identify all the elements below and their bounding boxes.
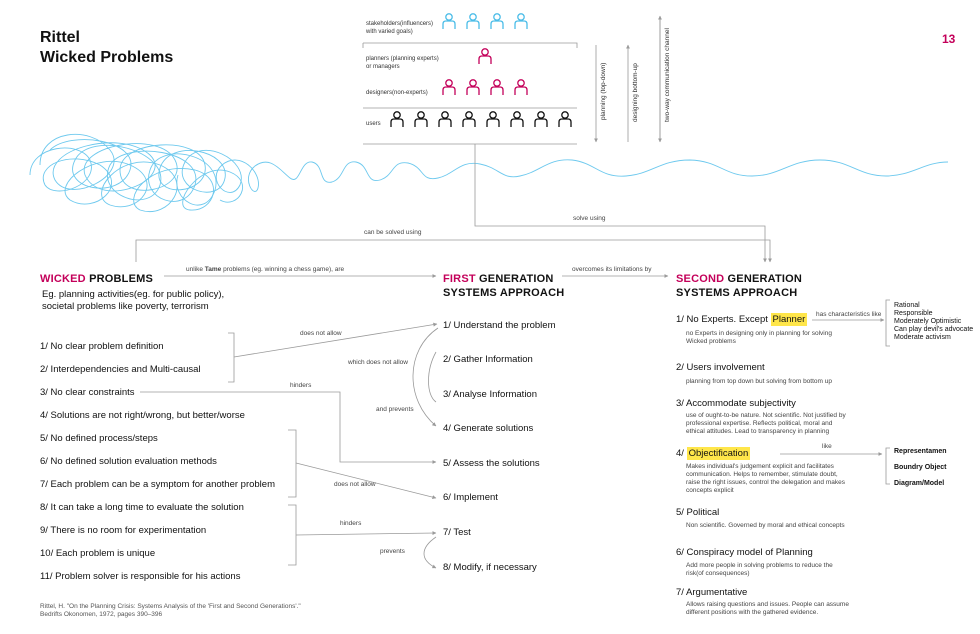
citation: Rittel, H. "On the Planning Crisis: Syst… <box>40 603 301 618</box>
first-gen-item: 4/ Generate solutions <box>443 423 534 434</box>
wicked-scribble <box>39 134 949 193</box>
stakeholders-label: stakeholders(influencers) with varied go… <box>366 21 434 35</box>
designer-person-icon <box>514 79 528 95</box>
user-person-icon <box>510 111 524 127</box>
wicked-item: 2/ Interdependencies and Multi-causal <box>40 364 201 375</box>
page-title: Rittel Wicked Problems <box>40 28 173 68</box>
trait-item: Moderate activism <box>894 334 951 341</box>
designers-label: designers(non-experts) <box>366 90 428 96</box>
wicked-item: 3/ No clear constraints <box>40 387 135 398</box>
first-gen-item: 5/ Assess the solutions <box>443 458 540 469</box>
unlike-tame-label: unlike Tame problems (eg. winning a ches… <box>186 266 345 273</box>
user-person-icon <box>390 111 404 127</box>
objectification-highlight: Objectification <box>686 447 751 460</box>
second-item-5-desc: Non scientific. Governed by moral and et… <box>686 522 845 529</box>
wicked-item: 6/ No defined solution evaluation method… <box>40 456 217 467</box>
second-item-6: 6/ Conspiracy model of Planning <box>676 547 813 558</box>
hinders-label-1: hinders <box>290 382 312 389</box>
user-person-icon <box>534 111 548 127</box>
trait-item: Moderately Optimistic <box>894 318 962 325</box>
wicked-item: 11/ Problem solver is responsible for hi… <box>40 571 241 582</box>
first-gen-item: 6/ Implement <box>443 492 498 503</box>
second-item-3: 3/ Accommodate subjectivity <box>676 398 796 409</box>
wicked-item: 7/ Each problem can be a symptom for ano… <box>40 479 275 490</box>
designer-person-icon <box>490 79 504 95</box>
title-line-2: Wicked Problems <box>40 49 174 66</box>
page-number: 13 <box>942 32 956 46</box>
second-item-5: 5/ Political <box>676 507 720 518</box>
has-characteristics-label: has characteristics like <box>816 311 882 318</box>
wicked-item: 8/ It can take a long time to evaluate t… <box>40 502 244 513</box>
second-item-2-desc: planning from top down but solving from … <box>686 378 832 385</box>
first-generation-heading: FIRST GENERATION SYSTEMS APPROACH <box>443 273 565 299</box>
second-item-1: 1/ No Experts. Except Planner <box>676 313 808 326</box>
wicked-item: 4/ Solutions are not right/wrong, but be… <box>40 410 245 421</box>
first-gen-item: 2/ Gather Information <box>443 354 533 365</box>
which-does-not-allow-label: which does not allow <box>348 359 408 366</box>
like-label: like <box>822 443 832 450</box>
first-gen-item: 3/ Analyse Information <box>443 389 537 400</box>
wicked-item: 1/ No clear problem definition <box>40 341 164 352</box>
first-gen-item: 8/ Modify, if necessary <box>443 562 537 573</box>
designer-person-icon <box>466 79 480 95</box>
example-item: Boundry Object <box>894 464 947 471</box>
does-not-allow-label-1: does not allow <box>300 330 342 337</box>
stakeholder-person-icon <box>442 13 456 29</box>
users-label: users <box>366 121 381 127</box>
wicked-item: 5/ No defined process/steps <box>40 433 158 444</box>
second-item-7: 7/ Argumentative <box>676 587 748 598</box>
wicked-item: 10/ Each problem is unique <box>40 548 156 559</box>
example-item: Representamen <box>894 448 947 455</box>
trait-item: Can play devil's advocate <box>894 326 974 333</box>
user-person-icon <box>486 111 500 127</box>
prevents-label: prevents <box>380 548 405 555</box>
wicked-description: Eg. planning activities(eg. for public p… <box>42 289 225 312</box>
second-item-1-desc: no Experts in designing only in planning… <box>686 330 832 345</box>
can-be-solved-label: can be solved using <box>364 229 422 236</box>
user-person-icon <box>462 111 476 127</box>
planner-person-icon <box>478 48 492 64</box>
first-gen-item: 7/ Test <box>443 527 471 538</box>
wicked-item: 9/ There is no room for experimentation <box>40 525 207 536</box>
user-person-icon <box>414 111 428 127</box>
planning-top-down-label: planning (top-down) <box>600 62 607 120</box>
stakeholder-person-icon <box>490 13 504 29</box>
user-person-icon <box>558 111 572 127</box>
second-item-2: 2/ Users involvement <box>676 362 765 373</box>
first-gen-item: 1/ Understand the problem <box>443 320 556 331</box>
second-item-6-desc: Add more people in solving problems to r… <box>686 562 833 577</box>
and-prevents-label: and prevents <box>376 406 414 413</box>
objectification-examples-list: Representamen Boundry Object Diagram/Mod… <box>894 446 947 489</box>
planner-traits-list: Rational Responsible Moderately Optimist… <box>894 302 973 342</box>
solve-using-label: solve using <box>573 215 606 222</box>
wicked-problems-heading: WICKED PROBLEMS <box>40 273 154 285</box>
stakeholder-person-icon <box>466 13 480 29</box>
two-way-channel-label: two-way communication channel <box>664 28 671 122</box>
second-generation-heading: SECOND GENERATION SYSTEMS APPROACH <box>676 273 803 299</box>
designer-person-icon <box>442 79 456 95</box>
second-item-3-desc: use of ought-to-be nature. Not scientifi… <box>686 412 846 435</box>
second-item-4: 4/ Objectification <box>676 447 751 460</box>
does-not-allow-label-2: does not allow <box>334 481 376 488</box>
designing-bottom-up-label: designing bottom-up <box>632 63 639 122</box>
second-item-4-desc: Makes individual's judgement explicit an… <box>686 463 845 494</box>
planner-highlight: Planner <box>770 313 808 326</box>
planners-label: planners (planning experts) or managers <box>366 56 439 70</box>
trait-item: Responsible <box>894 310 933 317</box>
example-item: Diagram/Model <box>894 480 945 487</box>
second-item-7-desc: Allows raising questions and issues. Peo… <box>686 601 849 616</box>
title-line-1: Rittel <box>40 29 80 46</box>
stakeholder-person-icon <box>514 13 528 29</box>
overcomes-label: overcomes its limitations by <box>572 266 652 273</box>
user-person-icon <box>438 111 452 127</box>
hinders-label-2: hinders <box>340 520 362 527</box>
trait-item: Rational <box>894 302 920 309</box>
